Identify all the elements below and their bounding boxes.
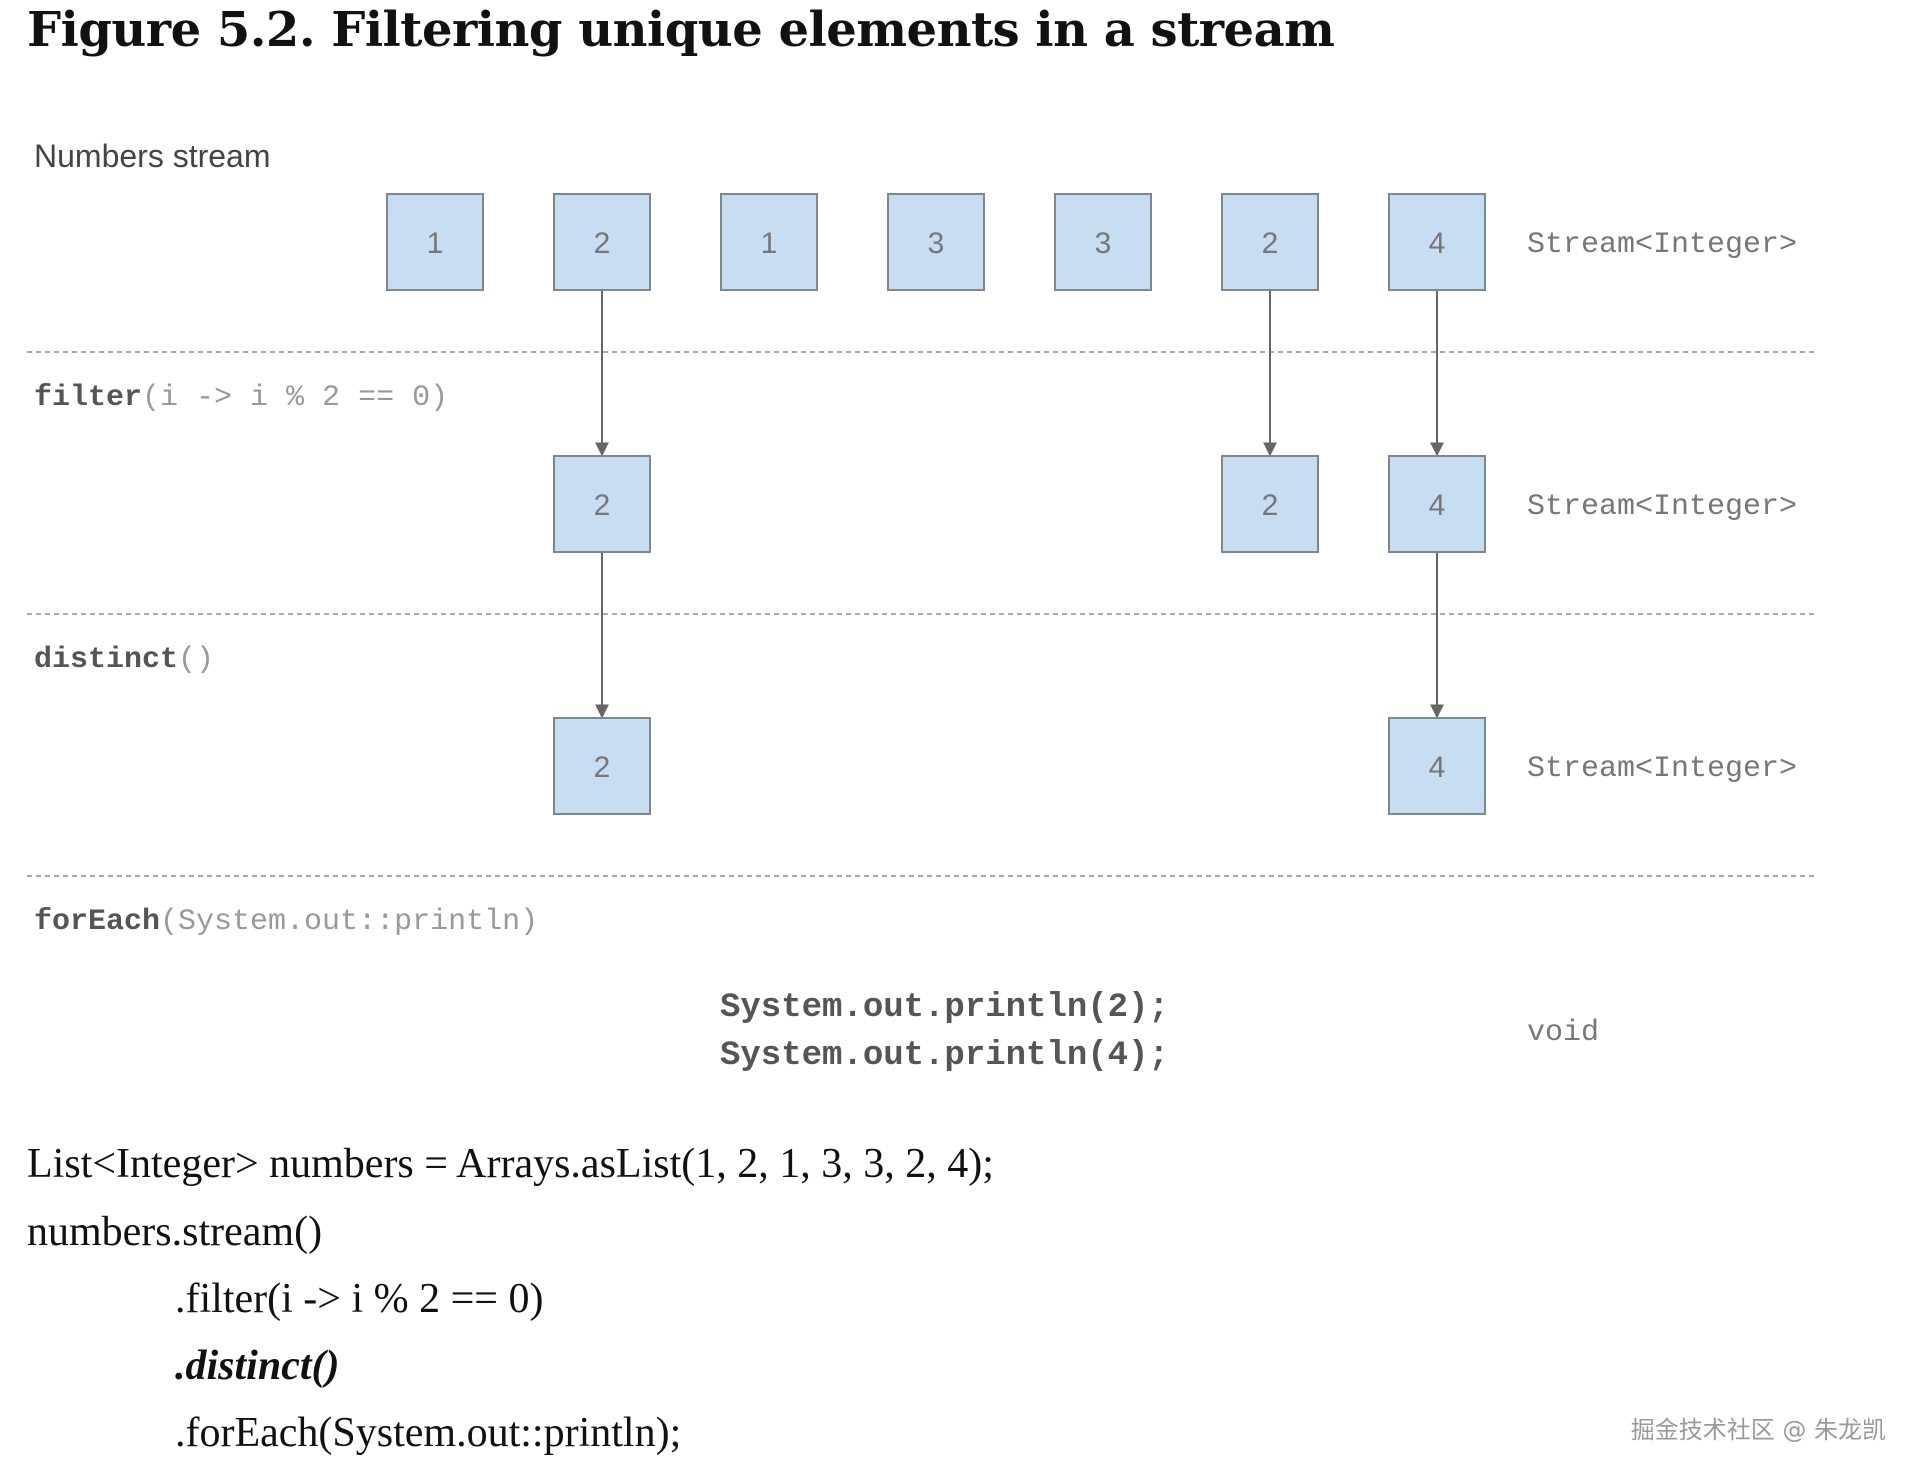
watermark: 掘金技术社区 @ 朱龙凯 [1630, 1416, 1886, 1444]
stream-element-value: 4 [1429, 227, 1446, 260]
stream-element-value: 3 [928, 227, 945, 260]
output-line: System.out.println(4); [720, 1037, 1169, 1075]
code-line-distinct: .distinct() [175, 1343, 340, 1389]
code-listing: List<Integer> numbers = Arrays.asList(1,… [27, 1140, 1227, 1470]
code-line: numbers.stream() [27, 1209, 323, 1255]
stream-element-value: 2 [594, 489, 611, 522]
return-type-label: void [1527, 1016, 1599, 1050]
operation-args: (i -> i % 2 == 0) [142, 381, 448, 415]
stream-label: Numbers stream [34, 138, 271, 174]
stream-element-box [1221, 193, 1319, 291]
operation-label: distinct() [34, 643, 214, 677]
operation-label: forEach(System.out::println) [34, 905, 538, 939]
stream-element-box [553, 193, 651, 291]
stream-element-value: 2 [1262, 489, 1279, 522]
stream-element-box [553, 717, 651, 815]
output-line: System.out.println(2); [720, 989, 1169, 1027]
stream-element-box [720, 193, 818, 291]
stream-element-box [553, 455, 651, 553]
operation-label: filter(i -> i % 2 == 0) [34, 381, 448, 415]
operation-args: () [178, 643, 214, 677]
operation-args: (System.out::println) [160, 905, 538, 939]
code-line: .filter(i -> i % 2 == 0) [175, 1276, 544, 1322]
stream-element-value: 2 [594, 227, 611, 260]
stream-element-box [1054, 193, 1152, 291]
code-line: List<Integer> numbers = Arrays.asList(1,… [27, 1141, 994, 1187]
stream-element-value: 4 [1429, 489, 1446, 522]
stream-element-value: 1 [427, 227, 444, 260]
operation-name: forEach [34, 905, 160, 939]
operation-name: filter [34, 381, 142, 415]
stream-element-box [1388, 717, 1486, 815]
stream-element-box [1388, 455, 1486, 553]
stream-element-value: 3 [1095, 227, 1112, 260]
stream-type-label: Stream<Integer> [1527, 490, 1797, 524]
stream-type-label: Stream<Integer> [1527, 752, 1797, 786]
stream-element-value: 1 [761, 227, 778, 260]
stream-type-label: Stream<Integer> [1527, 228, 1797, 262]
figure-title: Figure 5.2. Filtering unique elements in… [27, 2, 1335, 58]
stream-element-box [386, 193, 484, 291]
code-line: .forEach(System.out::println); [175, 1410, 682, 1456]
stream-element-value: 2 [1262, 227, 1279, 260]
operation-name: distinct [34, 643, 178, 677]
stream-element-value: 2 [594, 751, 611, 784]
stream-element-box [1388, 193, 1486, 291]
stream-element-value: 4 [1429, 751, 1446, 784]
stream-element-box [887, 193, 985, 291]
stream-element-box [1221, 455, 1319, 553]
